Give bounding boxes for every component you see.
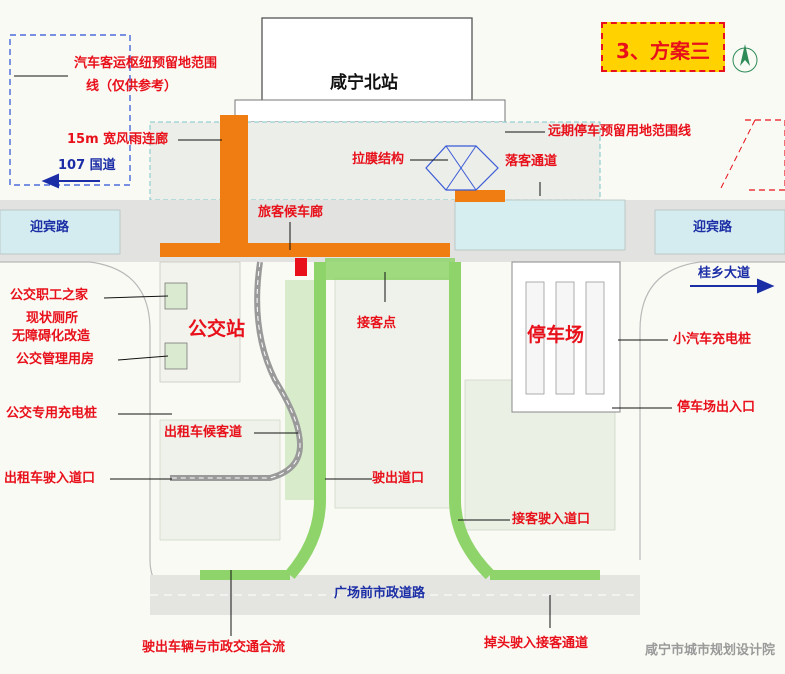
label-corridor: 15m 宽风雨连廊 bbox=[67, 132, 169, 147]
pickup-entry-lane bbox=[449, 262, 495, 580]
label-waiting-corridor: 旅客候车廊 bbox=[258, 205, 324, 220]
parking-reserve-boundary bbox=[745, 119, 785, 191]
label-parking-lot: 停车场 bbox=[527, 324, 585, 346]
central-plaza bbox=[334, 277, 456, 509]
parking-row-2 bbox=[555, 281, 575, 395]
label-bus-mgmt: 公交管理用房 bbox=[16, 352, 95, 367]
label-parking-reserve: 远期停车预留用地范围线 bbox=[548, 124, 692, 139]
yingbin-right-median bbox=[654, 209, 785, 255]
label-exit-gate: 驶出道口 bbox=[372, 471, 425, 486]
yingbin-left-median bbox=[0, 209, 121, 255]
bus-mgmt-building bbox=[164, 342, 188, 370]
leader-staff-home bbox=[103, 295, 169, 299]
parking-row-3 bbox=[585, 281, 605, 395]
label-merge-traffic: 驶出车辆与市政交通合流 bbox=[142, 640, 286, 655]
label-taxi-entry: 出租车驶入道口 bbox=[4, 471, 96, 486]
taxi-waiting-lane bbox=[170, 261, 304, 481]
label-parking-exit: 停车场出入口 bbox=[677, 400, 756, 415]
label-bus-charging: 公交专用充电桩 bbox=[6, 406, 98, 421]
exit-lane bbox=[285, 262, 326, 579]
road-107-label: 107 国道 bbox=[58, 158, 116, 173]
parking-row-1 bbox=[525, 281, 545, 395]
label-pickup-point: 接客点 bbox=[357, 316, 397, 331]
label-bus-hub-reserve: 汽车客运枢纽预留地范围 bbox=[74, 56, 218, 71]
compass-icon bbox=[732, 44, 758, 73]
membrane-line-2 bbox=[445, 145, 477, 191]
covered-corridor bbox=[220, 115, 248, 255]
arrow-guixiang-head bbox=[757, 278, 775, 294]
right-road-edge bbox=[639, 261, 785, 560]
label-dropoff: 落客通道 bbox=[505, 154, 558, 169]
label-bus-hub-reserve-2: 线（仅供参考） bbox=[86, 79, 178, 94]
pickup-point-platform bbox=[325, 258, 455, 280]
label-bus-staff-home: 公交职工之家 bbox=[10, 288, 89, 303]
parking-reserve-diagonal bbox=[719, 119, 756, 191]
label-pickup-entry: 接客驶入道口 bbox=[512, 512, 591, 527]
plan-title-box: 3、方案三 bbox=[601, 22, 725, 72]
leader-bus-mgmt bbox=[117, 355, 169, 361]
bus-hub-reserve-boundary bbox=[9, 34, 131, 186]
road-yingbin-left-label: 迎宾路 bbox=[30, 220, 70, 235]
station-name: 咸宁北站 bbox=[330, 73, 398, 93]
credit: 咸宁市城市规划设计院 bbox=[644, 643, 775, 658]
station-entrance-block bbox=[234, 99, 506, 123]
bus-staff-building bbox=[164, 282, 188, 310]
waiting-corridor bbox=[160, 243, 450, 257]
label-bus-station: 公交站 bbox=[188, 318, 246, 340]
label-toilet-1: 现状厕所 bbox=[26, 311, 79, 326]
dropoff-canopy bbox=[455, 190, 505, 202]
road-guixiang-label: 桂乡大道 bbox=[698, 266, 751, 281]
arrow-107-head bbox=[41, 173, 59, 189]
label-ev-charging: 小汽车充电桩 bbox=[673, 332, 752, 347]
road-yingbin-right-label: 迎宾路 bbox=[693, 220, 733, 235]
dropoff-island bbox=[454, 199, 626, 251]
corridor-marker bbox=[295, 258, 307, 276]
label-toilet-2: 无障碍化改造 bbox=[12, 329, 91, 344]
plan-title: 3、方案三 bbox=[616, 39, 710, 63]
label-membrane: 拉膜结构 bbox=[352, 152, 405, 167]
road-plaza-front-label: 广场前市政道路 bbox=[334, 586, 426, 601]
label-uturn-channel: 掉头驶入接客通道 bbox=[484, 636, 589, 651]
label-taxi-waiting: 出租车候客道 bbox=[164, 425, 243, 440]
